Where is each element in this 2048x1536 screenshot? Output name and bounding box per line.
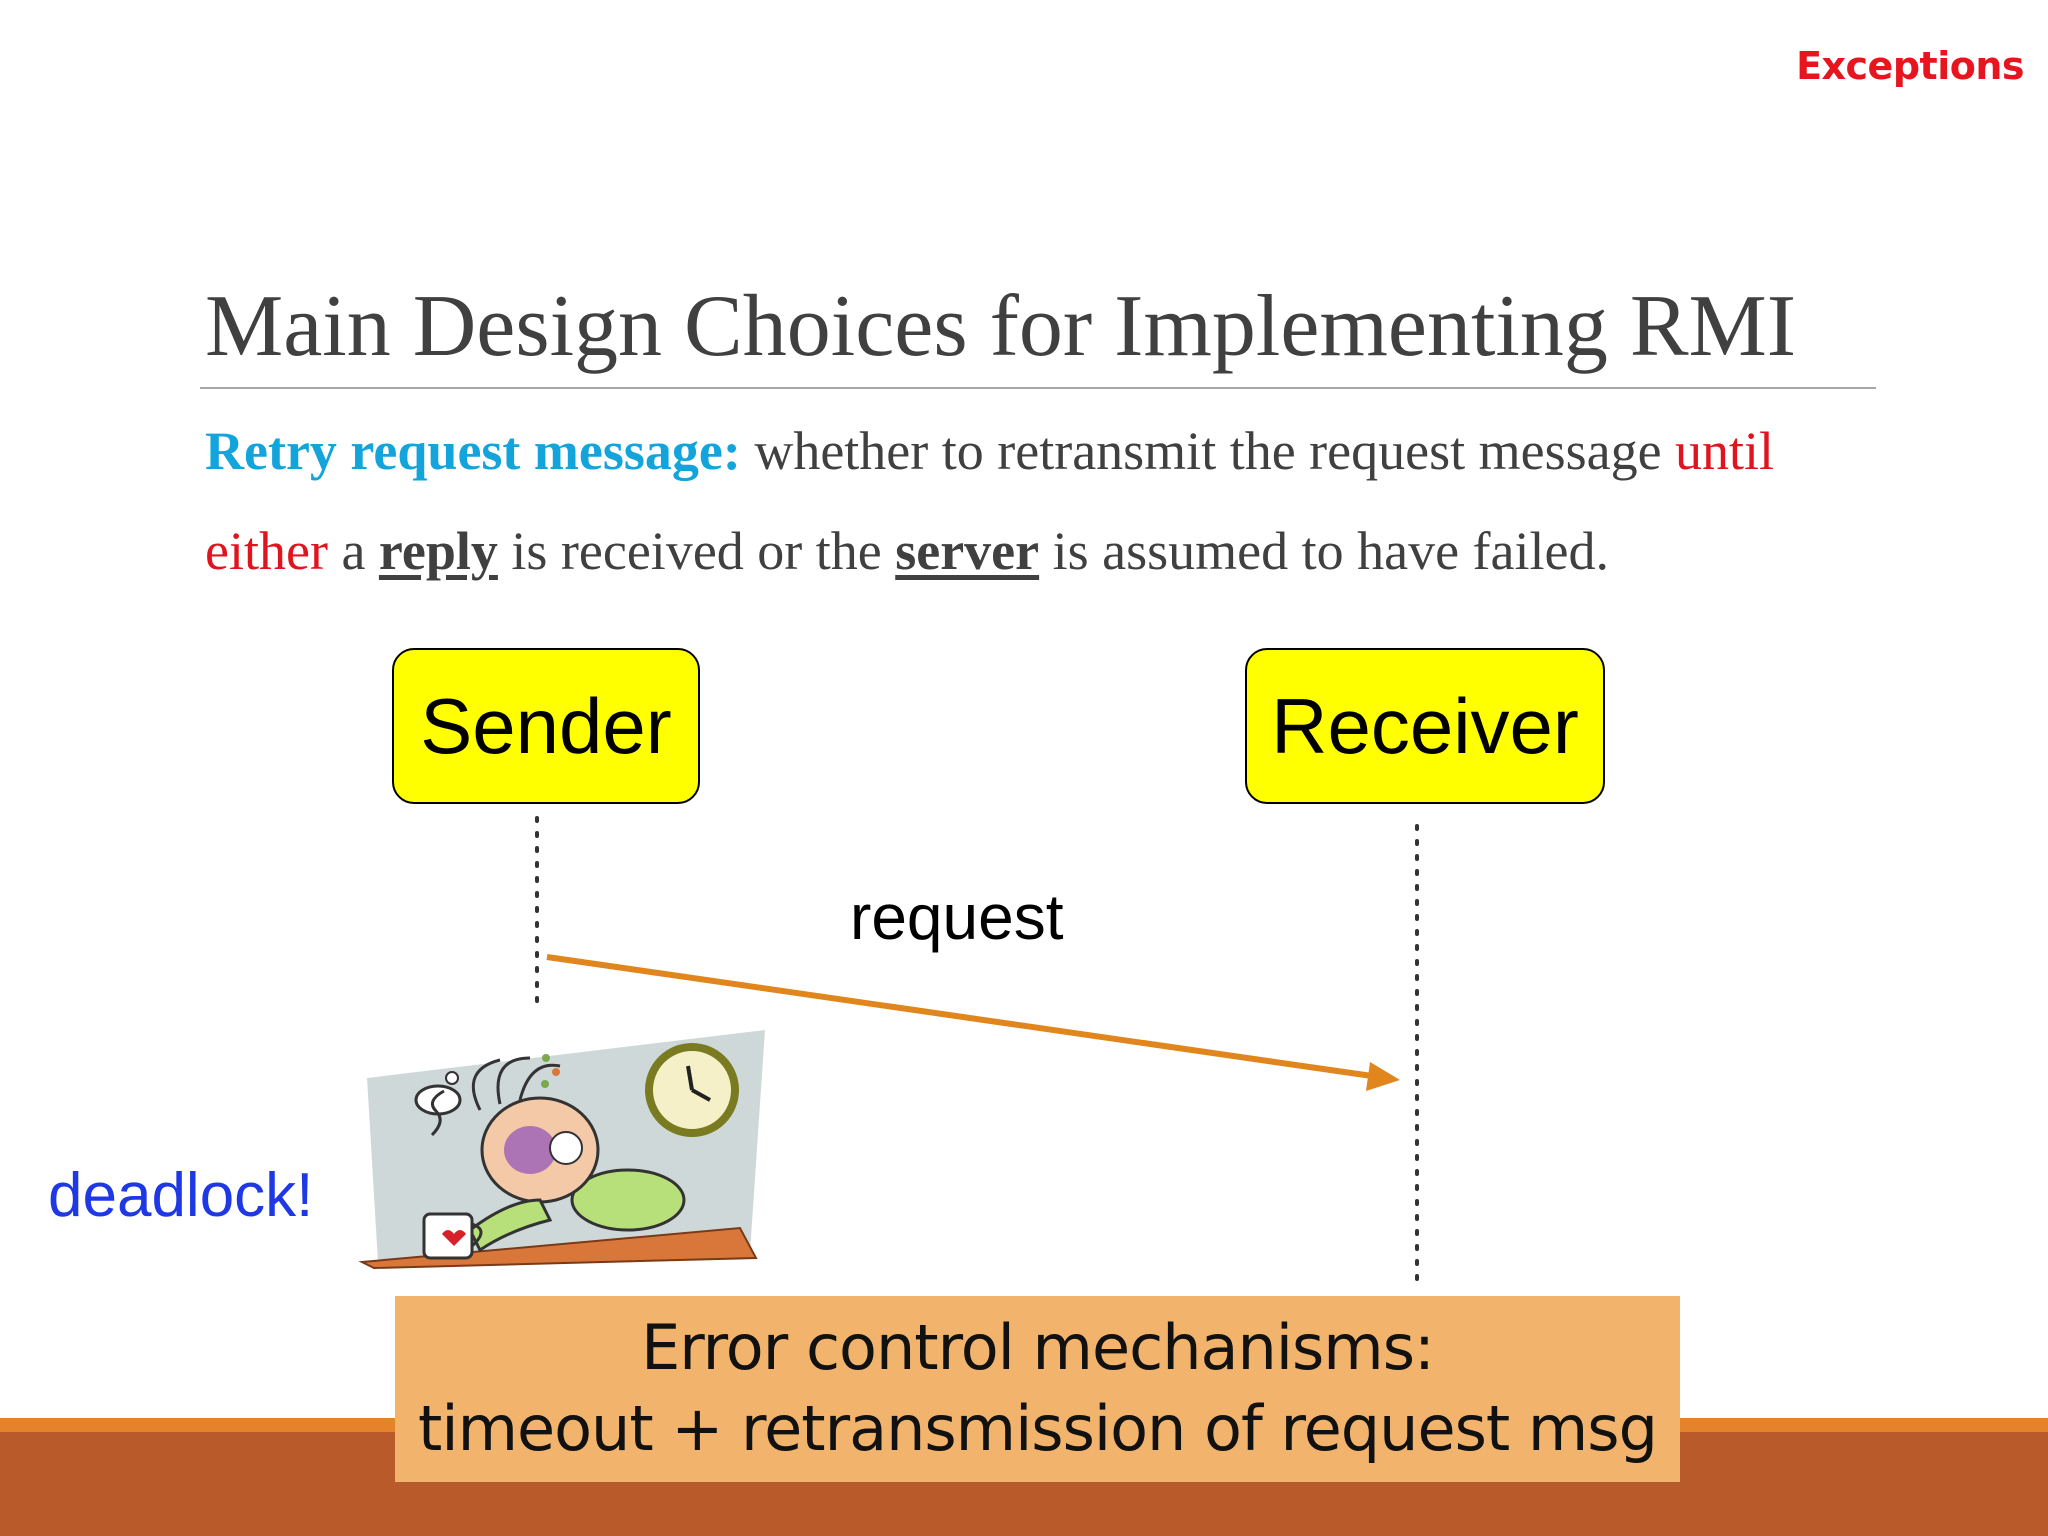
receiver-box: Receiver <box>1245 648 1605 804</box>
request-arrowhead <box>1366 1062 1400 1091</box>
body-line-2: either a reply is received or the server… <box>205 520 1609 582</box>
body-text-1: whether to retransmit the request messag… <box>740 421 1676 481</box>
sleeping-person-clock-icon <box>358 1030 765 1270</box>
sender-box: Sender <box>392 648 700 804</box>
word-server: server <box>895 521 1040 581</box>
word-either: either <box>205 521 328 581</box>
callout-line-2: timeout + retransmission of request msg <box>418 1392 1658 1465</box>
word-reply: reply <box>378 521 498 581</box>
deadlock-label: deadlock! <box>48 1161 314 1230</box>
callout-line-1: Error control mechanisms: <box>641 1311 1435 1385</box>
title-divider <box>200 387 1876 389</box>
section-tag: Exceptions <box>1796 44 2024 88</box>
request-arrow <box>546 954 1373 1079</box>
word-a: a <box>327 521 379 581</box>
slide-title: Main Design Choices for Implementing RMI <box>205 278 1797 375</box>
body-text-2: is received or the <box>497 521 896 581</box>
term-retry-request: Retry request message: <box>205 421 741 481</box>
error-control-callout: Error control mechanisms: timeout + retr… <box>395 1296 1680 1482</box>
word-until: until <box>1675 421 1775 481</box>
request-label: request <box>850 881 1064 953</box>
body-line-1: Retry request message: whether to retran… <box>205 420 1774 482</box>
body-text-3: is assumed to have failed. <box>1039 521 1609 581</box>
